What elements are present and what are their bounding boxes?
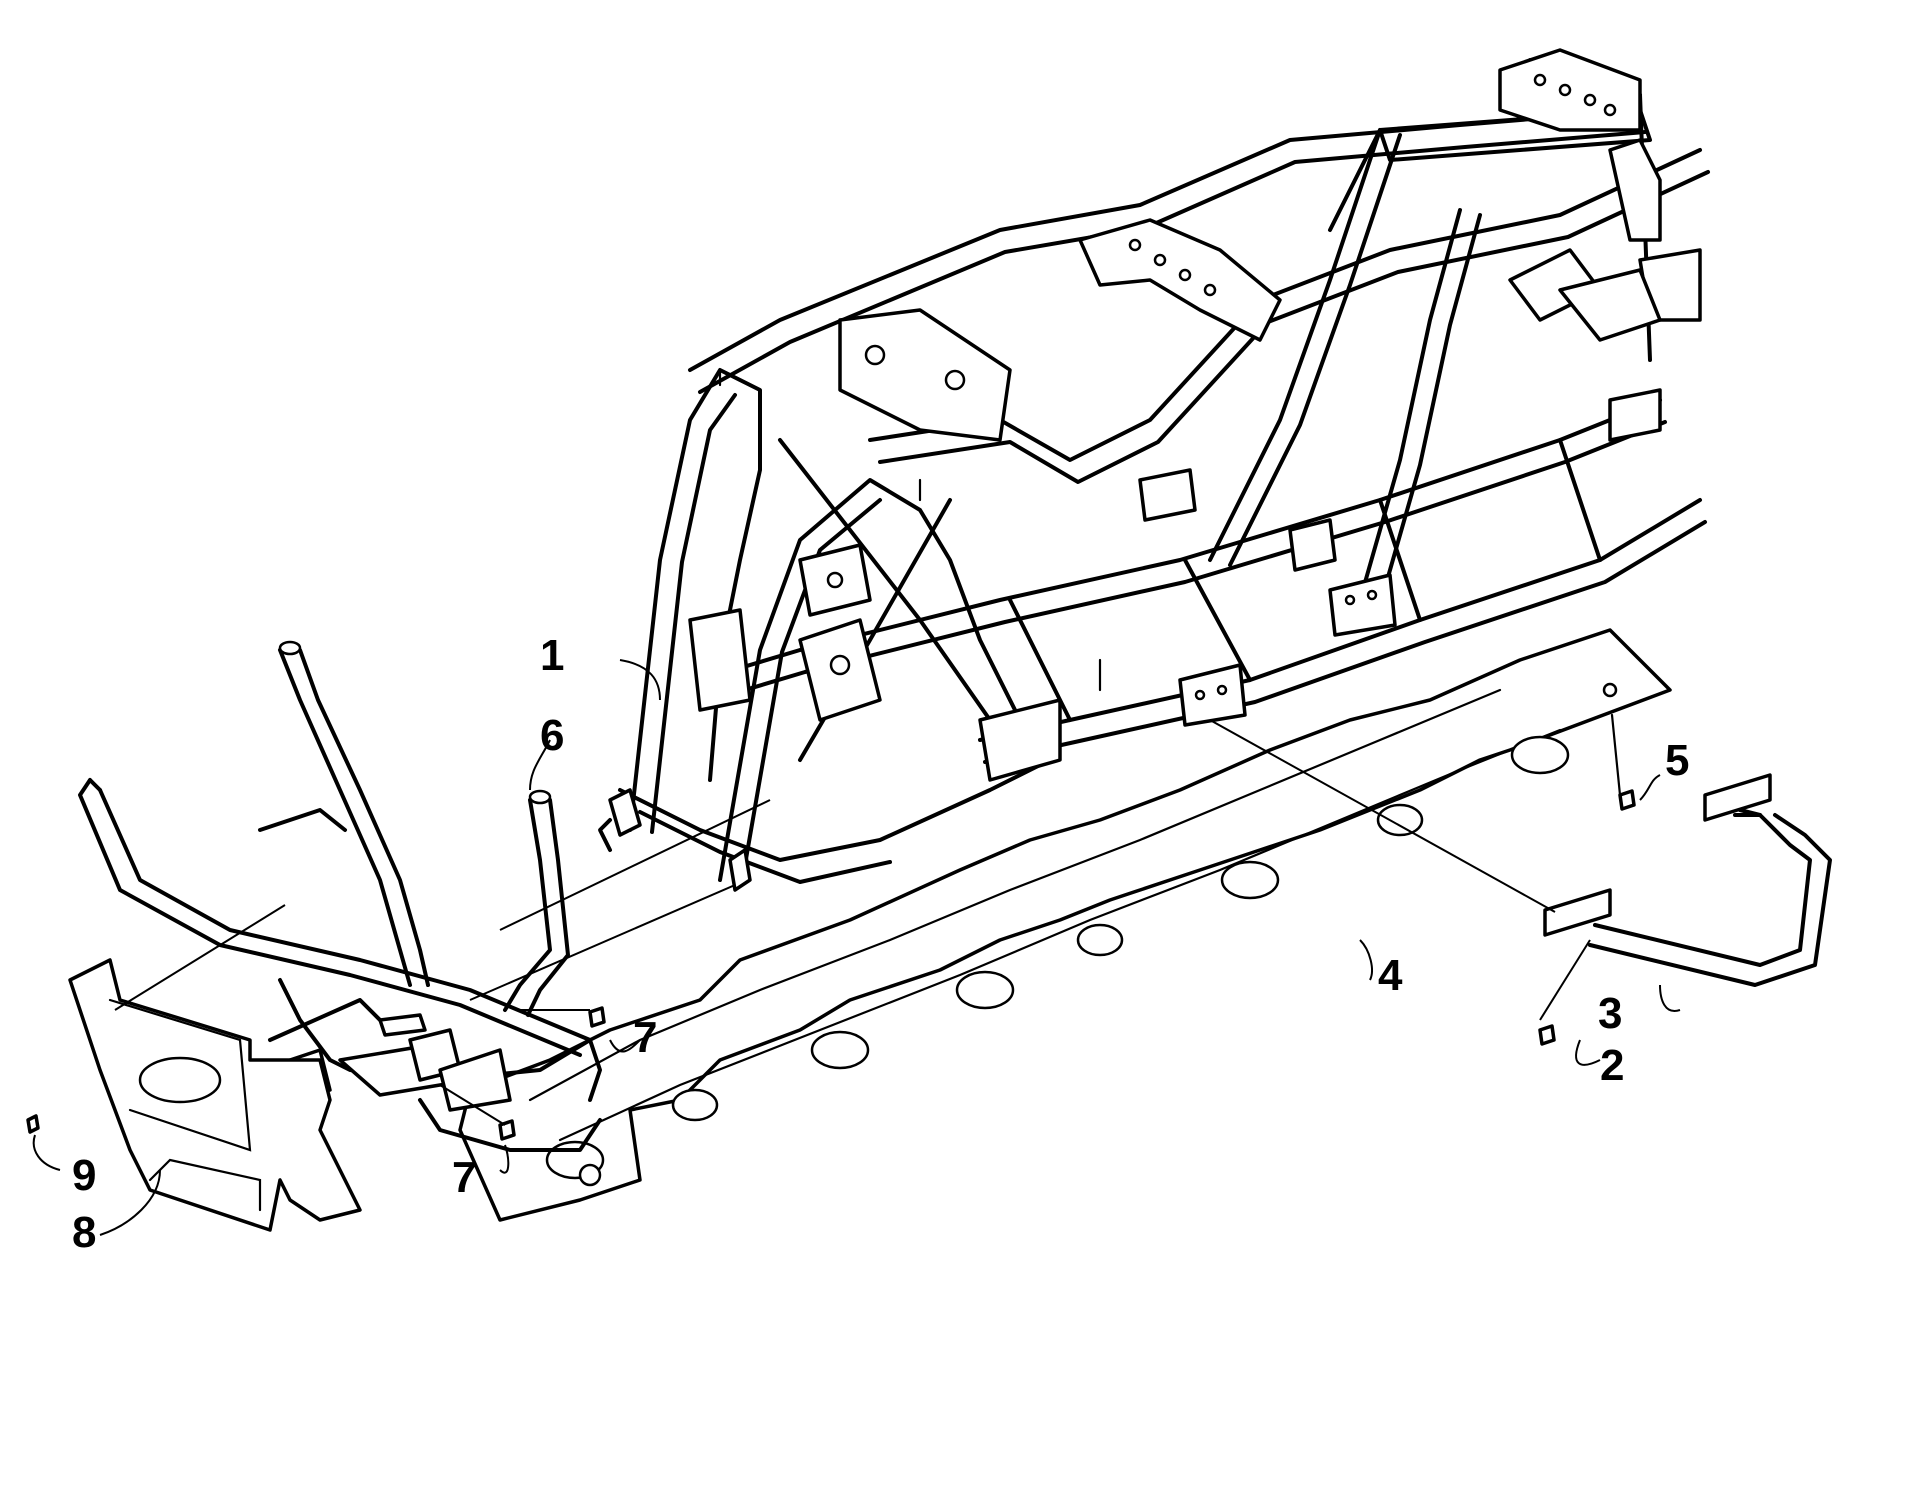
callout-7b: 7 bbox=[452, 1153, 476, 1202]
callout-9: 9 bbox=[72, 1151, 96, 1200]
skid-plate bbox=[458, 628, 1672, 1222]
main-frame bbox=[598, 48, 1710, 892]
callout-2: 2 bbox=[1600, 1041, 1624, 1090]
front-bumper-guard bbox=[68, 958, 362, 1232]
callout-1: 1 bbox=[540, 631, 564, 680]
callout-4: 4 bbox=[1378, 951, 1403, 1000]
callout-5: 5 bbox=[1665, 736, 1689, 785]
hardware bbox=[26, 713, 1636, 1141]
footrest-bar bbox=[1543, 773, 1832, 987]
callout-3: 3 bbox=[1598, 989, 1622, 1038]
callout-6: 6 bbox=[540, 711, 564, 760]
callout-8: 8 bbox=[72, 1208, 96, 1257]
callout-7a: 7 bbox=[633, 1013, 657, 1062]
callouts: 1 2 3 4 5 6 7 7 8 9 bbox=[72, 631, 1689, 1257]
leader-lines bbox=[32, 659, 1681, 1236]
bumper-brace bbox=[503, 789, 570, 1017]
